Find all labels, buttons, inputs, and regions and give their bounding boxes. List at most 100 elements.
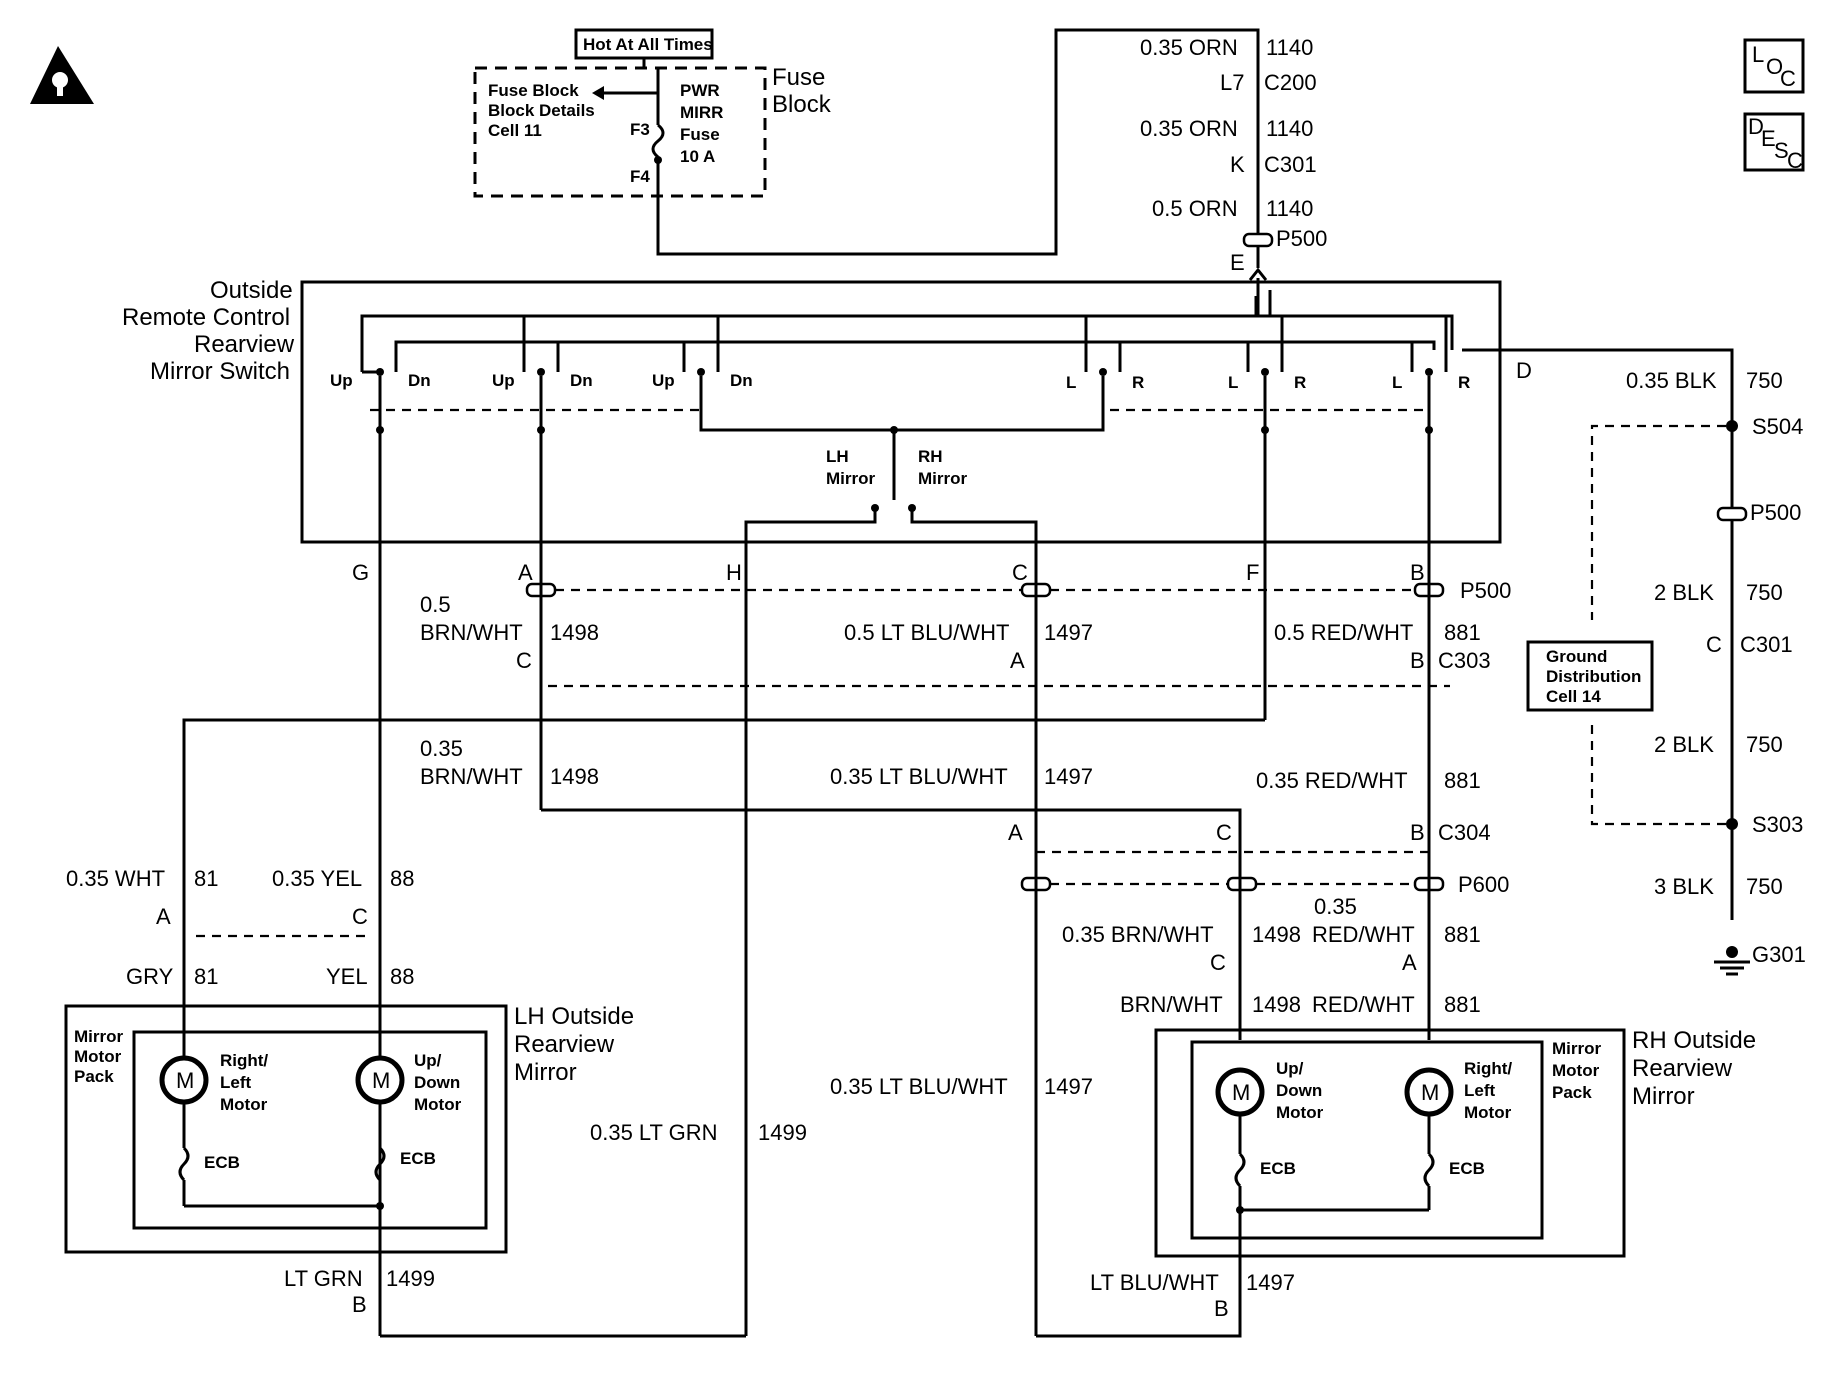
c1497-1: 1497 [1044, 620, 1093, 645]
c881-2: 881 [1444, 768, 1481, 793]
sw-dn-3: Dn [730, 371, 753, 390]
w-05-ltbluwht: 0.5 LT BLU/WHT [844, 620, 1009, 645]
lh-rl-1: Right/ [220, 1051, 268, 1070]
rh-rl-2: Left [1464, 1081, 1496, 1100]
switch-contacts: Up Dn Up Dn Up Dn L R L R L R [330, 371, 1470, 392]
w-3-blk: 3 BLK [1654, 874, 1714, 899]
rh-pack-1: Mirror [1552, 1039, 1602, 1058]
c881-1: 881 [1444, 620, 1481, 645]
c750-1: 750 [1746, 368, 1783, 393]
conn-h: H [726, 560, 742, 585]
rh-ud-3: Motor [1276, 1103, 1324, 1122]
lh-mirror-2: Mirror [826, 469, 876, 488]
c750-2: 750 [1746, 580, 1783, 605]
switch-box [300, 280, 1502, 544]
conn-c: C [1012, 560, 1028, 585]
lt-blu-wht: LT BLU/WHT [1090, 1270, 1219, 1295]
rh-mirror: Mirror Motor Pack RH Outside Rearview Mi… [1154, 1027, 1756, 1258]
c1497-3: 1497 [1044, 1074, 1093, 1099]
loc-l: L [1752, 42, 1764, 67]
sw-r-3: R [1458, 373, 1470, 392]
desc-d: D [1748, 114, 1764, 139]
fuse-name-4: 10 A [680, 147, 715, 166]
fuse-f3: F3 [630, 120, 650, 139]
fuse-ref-1: Fuse Block [488, 81, 579, 100]
p600: P600 [1458, 872, 1509, 897]
lh-pack-1: Mirror [74, 1027, 124, 1046]
s303: S303 [1752, 812, 1803, 837]
rh-rl-3: Motor [1464, 1103, 1512, 1122]
c1140-3: 1140 [1266, 196, 1313, 221]
red-wht-2: RED/WHT [1312, 992, 1415, 1017]
c88-1: 88 [390, 866, 414, 891]
ground-path: S504 P500 2 BLK 750 C C301 2 BLK 750 S30… [1526, 414, 1806, 976]
rh-pack-3: Pack [1552, 1083, 1592, 1102]
rh-mirror-2: Mirror [918, 469, 968, 488]
c-c301: C [1706, 632, 1722, 657]
ground-ref-3: Cell 14 [1546, 687, 1601, 706]
rh-ud-1: Up/ [1276, 1059, 1304, 1078]
sw-up-3: Up [652, 371, 675, 390]
conn-c-3: C [1216, 820, 1232, 845]
fuse-name-3: Fuse [680, 125, 720, 144]
lh-title-3: Mirror [514, 1059, 577, 1086]
c1499-2: 1499 [386, 1266, 435, 1291]
p500-row: P500 [1460, 578, 1511, 603]
red-wht-1: RED/WHT [1312, 922, 1415, 947]
lh-mirror: Mirror Motor Pack LH Outside Rearview Mi… [64, 1003, 634, 1254]
conn-b-3: B [1410, 820, 1425, 845]
fuse-block: Hot At All Times Fuse Block Block Detail… [473, 28, 832, 198]
d-label: D [1516, 358, 1532, 383]
conn-c-lh: C [352, 904, 368, 929]
w-035-2: 0.35 [1314, 894, 1357, 919]
fuse-name-1: PWR [680, 81, 720, 100]
fuse-f4: F4 [630, 167, 650, 186]
loc-icon[interactable]: L O C [1743, 38, 1805, 94]
s504: S504 [1752, 414, 1803, 439]
c88-2: 88 [390, 964, 414, 989]
brn-wht-3: BRN/WHT [1120, 992, 1223, 1017]
w-035-orn-1: 0.35 ORN [1140, 35, 1238, 60]
lh-title-1: LH Outside [514, 1003, 634, 1030]
w-035-ltbluwht-2: 0.35 LT BLU/WHT [830, 1074, 1008, 1099]
lh-pack-2: Motor [74, 1047, 122, 1066]
w-035: 0.35 [420, 736, 463, 761]
sw-up-2: Up [492, 371, 515, 390]
caution-icon [30, 46, 94, 104]
g301: G301 [1752, 942, 1806, 967]
c81-2: 81 [194, 964, 218, 989]
lt-grn: LT GRN [284, 1266, 363, 1291]
fuse-name-2: MIRR [680, 103, 723, 122]
desc-icon[interactable]: D E S C [1743, 112, 1805, 173]
sw-dn-2: Dn [570, 371, 593, 390]
sw-l-3: L [1392, 373, 1402, 392]
rh-title-2: Rearview [1632, 1055, 1733, 1082]
w-05-redwht: 0.5 RED/WHT [1274, 620, 1413, 645]
l7: L7 [1220, 70, 1244, 95]
fuse-block-title-1: Fuse [772, 64, 825, 91]
lh-ecb-1: ECB [204, 1153, 240, 1172]
conn-a: A [518, 560, 533, 585]
conn-c-4: C [1210, 950, 1226, 975]
conn-g: G [352, 560, 369, 585]
w-035-brnwht: 0.35 BRN/WHT [1062, 922, 1214, 947]
switch-poles [362, 316, 1448, 376]
sw-l-1: L [1066, 373, 1076, 392]
w-05: 0.5 [420, 592, 451, 617]
conn-b-lh: B [352, 1292, 367, 1317]
rh-rl-1: Right/ [1464, 1059, 1512, 1078]
ground-distribution-ref[interactable] [1526, 640, 1654, 712]
w-035-orn-2: 0.35 ORN [1140, 116, 1238, 141]
sw-title-2: Remote Control [122, 304, 290, 331]
lh-rl-2: Left [220, 1073, 252, 1092]
desc-e: E [1761, 126, 1776, 151]
desc-s: S [1774, 138, 1789, 163]
c750-3: 750 [1746, 732, 1783, 757]
w-035-wht: 0.35 WHT [66, 866, 165, 891]
lh-ud-3: Motor [414, 1095, 462, 1114]
rh-pack-2: Motor [1552, 1061, 1600, 1080]
rh-motor-m-1: M [1232, 1080, 1250, 1105]
conn-a-lh: A [156, 904, 171, 929]
